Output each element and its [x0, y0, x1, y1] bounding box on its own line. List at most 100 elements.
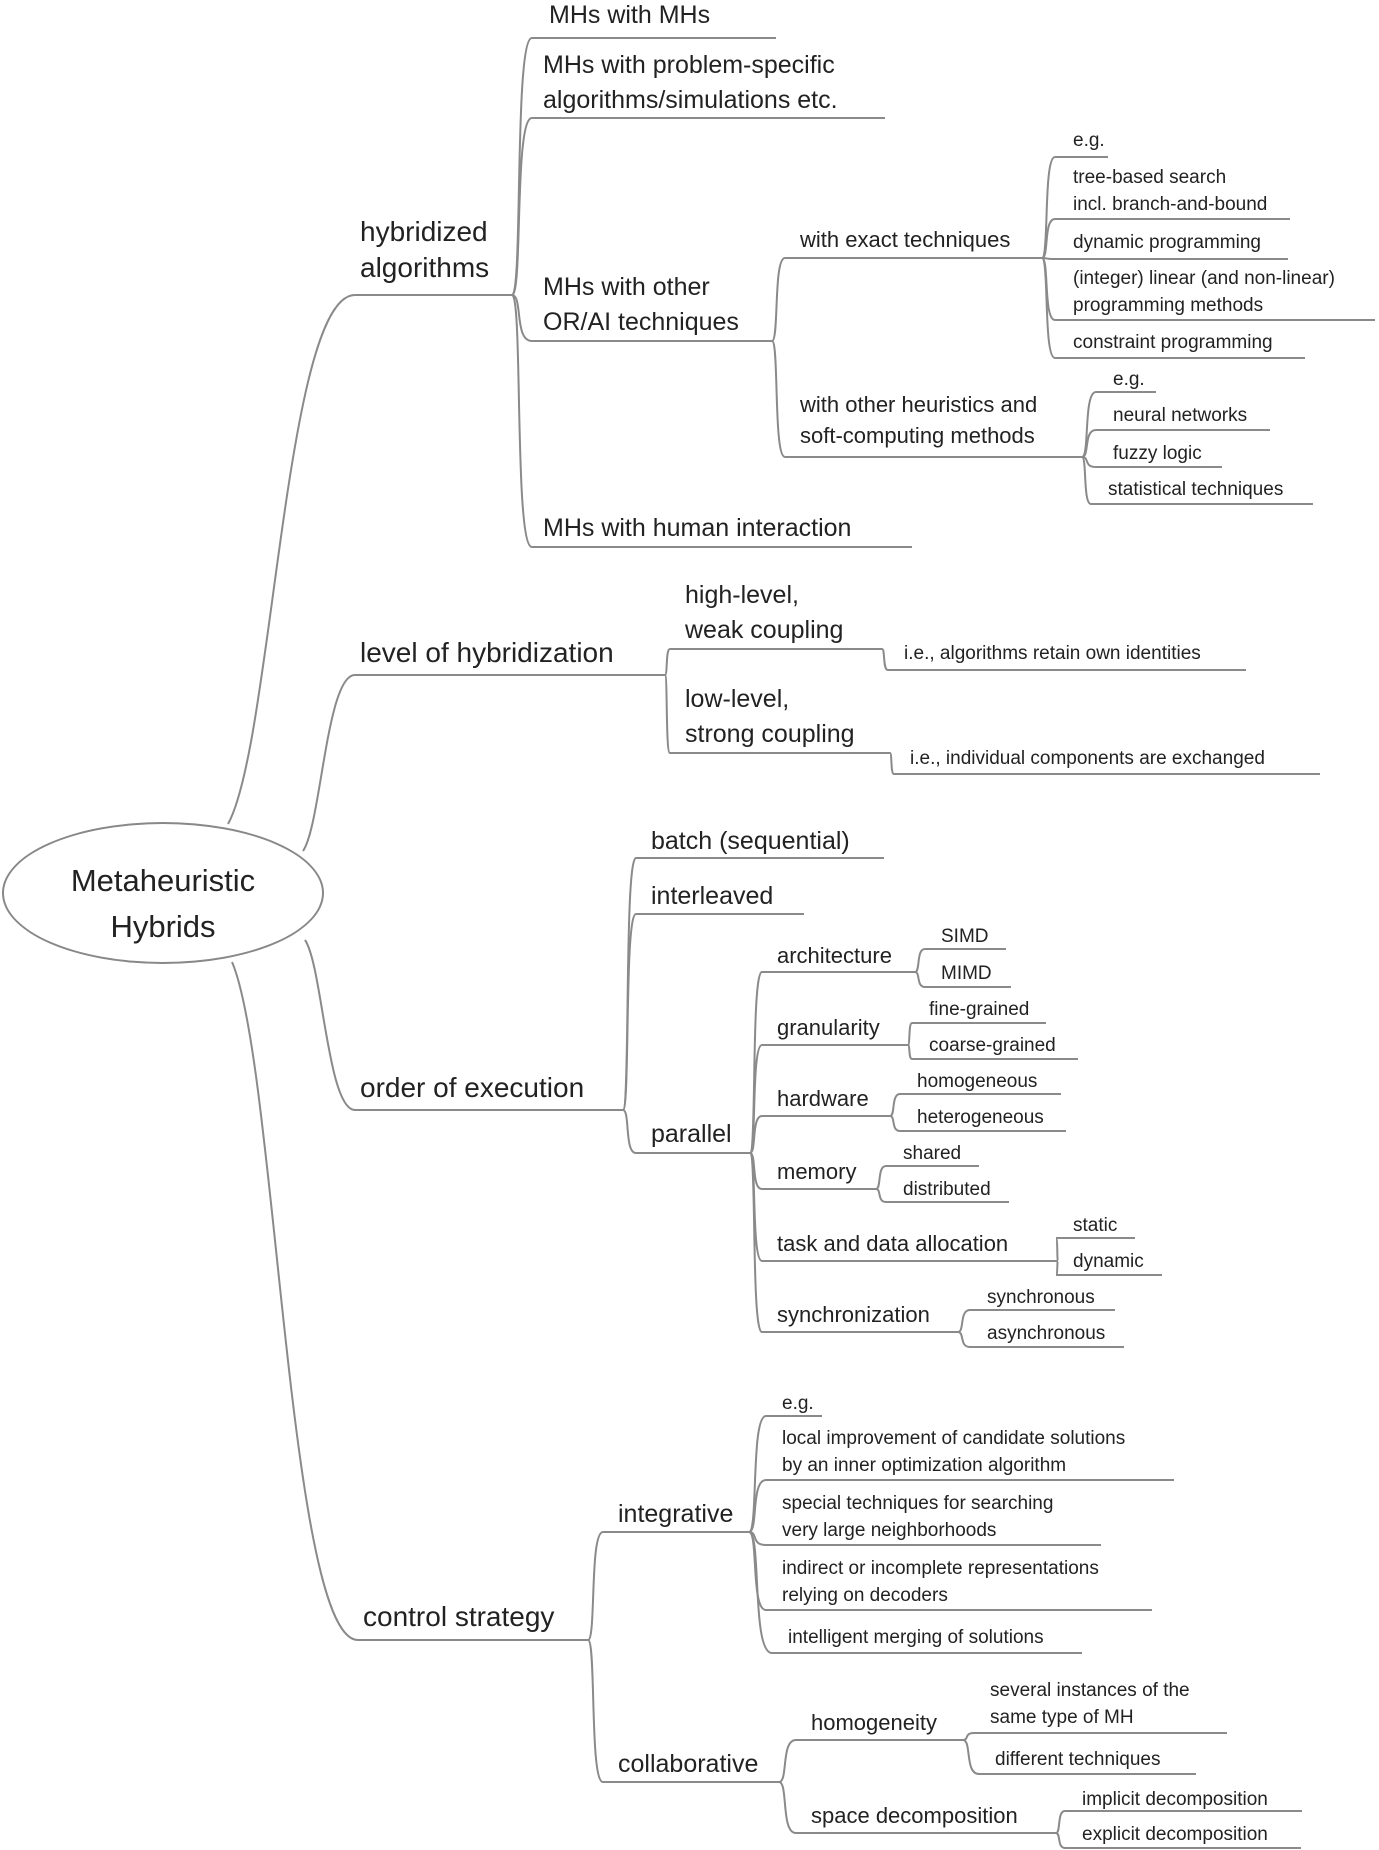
node-collaborative: collaborative	[618, 1750, 759, 1778]
connector-exact-tree	[1041, 218, 1056, 259]
connector-architecture-mimd	[914, 971, 926, 988]
node-taskalloc: task and data allocation	[777, 1231, 1009, 1256]
connector-integrative-merging	[748, 1531, 773, 1654]
connector-collaborative-homogeneity	[778, 1739, 797, 1783]
connector-sync-asynchronous	[957, 1331, 971, 1348]
node-fuzzy: fuzzy logic	[1113, 443, 1202, 464]
connector-order-interleaved	[622, 913, 637, 1111]
node-static: static	[1073, 1215, 1118, 1236]
connector-otherheur-statistical	[1081, 456, 1092, 505]
node-asynchronous: asynchronous	[987, 1323, 1106, 1344]
node-spacedecomp: space decomposition	[811, 1803, 1018, 1828]
connector-level-lowlevel	[664, 674, 671, 754]
node-hardware: hardware	[777, 1086, 869, 1111]
connector-root-control	[231, 961, 359, 1641]
node-mimd: MIMD	[941, 963, 992, 984]
connector-order-parallel	[622, 1109, 637, 1154]
connector-parallel-hardware	[749, 1115, 763, 1154]
node-mhs-problem: MHs with problem-specific algorithms/sim…	[543, 51, 838, 114]
connector-hybridized-human	[511, 294, 533, 548]
connector-sync-synchronous	[957, 1309, 971, 1333]
node-highlevel: high-level, weak coupling	[685, 581, 844, 644]
connector-integrative-localimp	[748, 1479, 767, 1533]
node-mhs-orai: MHs with other OR/AI techniques	[543, 273, 739, 336]
connector-exact-constraint	[1041, 257, 1056, 359]
node-exact-eg: e.g.	[1073, 130, 1105, 151]
connector-granularity-coarse	[907, 1044, 913, 1060]
node-human: MHs with human interaction	[543, 514, 852, 542]
connector-hardware-heterogeneous	[889, 1115, 901, 1132]
node-dynamic: dynamic	[1073, 1251, 1144, 1272]
node-tree: tree-based search incl. branch-and-bound	[1073, 167, 1268, 215]
node-otherheur: with other heuristics and soft-computing…	[800, 392, 1038, 448]
connector-parallel-sync	[749, 1152, 763, 1333]
node-integer: (integer) linear (and non-linear) progra…	[1073, 268, 1335, 316]
root-node-ellipse	[2, 822, 324, 964]
connector-spacedecomp-explicit	[1055, 1832, 1066, 1849]
node-explicit: explicit decomposition	[1082, 1824, 1268, 1845]
node-integrative: integrative	[618, 1500, 734, 1528]
connector-memory-distributed	[875, 1188, 887, 1203]
node-indirect: indirect or incomplete representations r…	[782, 1558, 1099, 1606]
node-other-eg: e.g.	[1113, 369, 1145, 390]
connector-hardware-homogeneous	[889, 1093, 901, 1117]
node-homogeneous: homogeneous	[917, 1071, 1038, 1092]
node-retain: i.e., algorithms retain own identities	[904, 643, 1201, 664]
connector-collaborative-spacedecomp	[778, 1781, 797, 1834]
connector-taskalloc-dynamic	[1055, 1260, 1059, 1276]
connector-root-level	[302, 674, 356, 852]
connector-root-hybridized	[227, 294, 356, 825]
node-distributed: distributed	[903, 1179, 991, 1200]
node-different: different techniques	[995, 1749, 1161, 1770]
node-homogeneity: homogeneity	[811, 1710, 937, 1735]
node-statistical: statistical techniques	[1108, 479, 1284, 500]
connector-otherheur-other-eg	[1081, 391, 1097, 458]
node-coarse: coarse-grained	[929, 1035, 1056, 1056]
root-node-label: Metaheuristic Hybrids	[70, 863, 256, 944]
connector-lowlevel-exchanged	[889, 752, 895, 775]
connector-granularity-fine	[907, 1022, 913, 1046]
node-level: level of hybridization	[360, 637, 614, 668]
connector-mhs-orai-exact	[771, 257, 786, 342]
node-parallel: parallel	[651, 1120, 732, 1148]
connector-mhs-orai-otherheur	[771, 340, 786, 458]
node-lowlevel: low-level, strong coupling	[685, 685, 855, 748]
node-granularity: granularity	[777, 1015, 880, 1040]
connector-control-integrative	[587, 1531, 604, 1641]
node-dynprog: dynamic programming	[1073, 232, 1261, 253]
node-exchanged: i.e., individual components are exchange…	[910, 748, 1265, 769]
node-integ-eg: e.g.	[782, 1393, 814, 1414]
node-neural: neural networks	[1113, 405, 1248, 426]
connector-integrative-integ-eg	[748, 1415, 767, 1533]
connector-taskalloc-static	[1055, 1237, 1059, 1262]
node-mhs-mhs: MHs with MHs	[549, 1, 711, 29]
connector-homogeneity-several	[962, 1732, 975, 1741]
node-localimp: local improvement of candidate solutions…	[782, 1428, 1126, 1476]
node-implicit: implicit decomposition	[1082, 1789, 1268, 1810]
node-constraint: constraint programming	[1073, 332, 1273, 353]
node-exact: with exact techniques	[800, 227, 1011, 252]
node-control: control strategy	[363, 1601, 555, 1632]
node-several: several instances of the same type of MH	[990, 1680, 1190, 1728]
connector-architecture-simd	[914, 948, 926, 973]
connector-control-collaborative	[587, 1639, 604, 1783]
connector-hybridized-mhs-orai	[511, 294, 533, 342]
node-heterogeneous: heterogeneous	[917, 1107, 1044, 1128]
connector-hybridized-mhs-problem	[511, 117, 533, 296]
node-sync: synchronization	[777, 1302, 930, 1327]
connector-memory-shared	[875, 1165, 887, 1190]
connector-spacedecomp-implicit	[1055, 1810, 1066, 1834]
node-shared: shared	[903, 1143, 962, 1164]
node-architecture: architecture	[777, 943, 892, 968]
node-special: special techniques for searching very la…	[782, 1493, 1054, 1541]
node-hybridized: hybridized algorithms	[360, 216, 490, 283]
connector-highlevel-retain	[881, 648, 889, 671]
node-merging: intelligent merging of solutions	[788, 1627, 1044, 1648]
connector-exact-exact-eg	[1041, 156, 1056, 259]
node-simd: SIMD	[941, 926, 989, 947]
connector-homogeneity-different	[962, 1739, 980, 1775]
node-batch: batch (sequential)	[651, 827, 850, 855]
node-memory: memory	[777, 1159, 857, 1184]
